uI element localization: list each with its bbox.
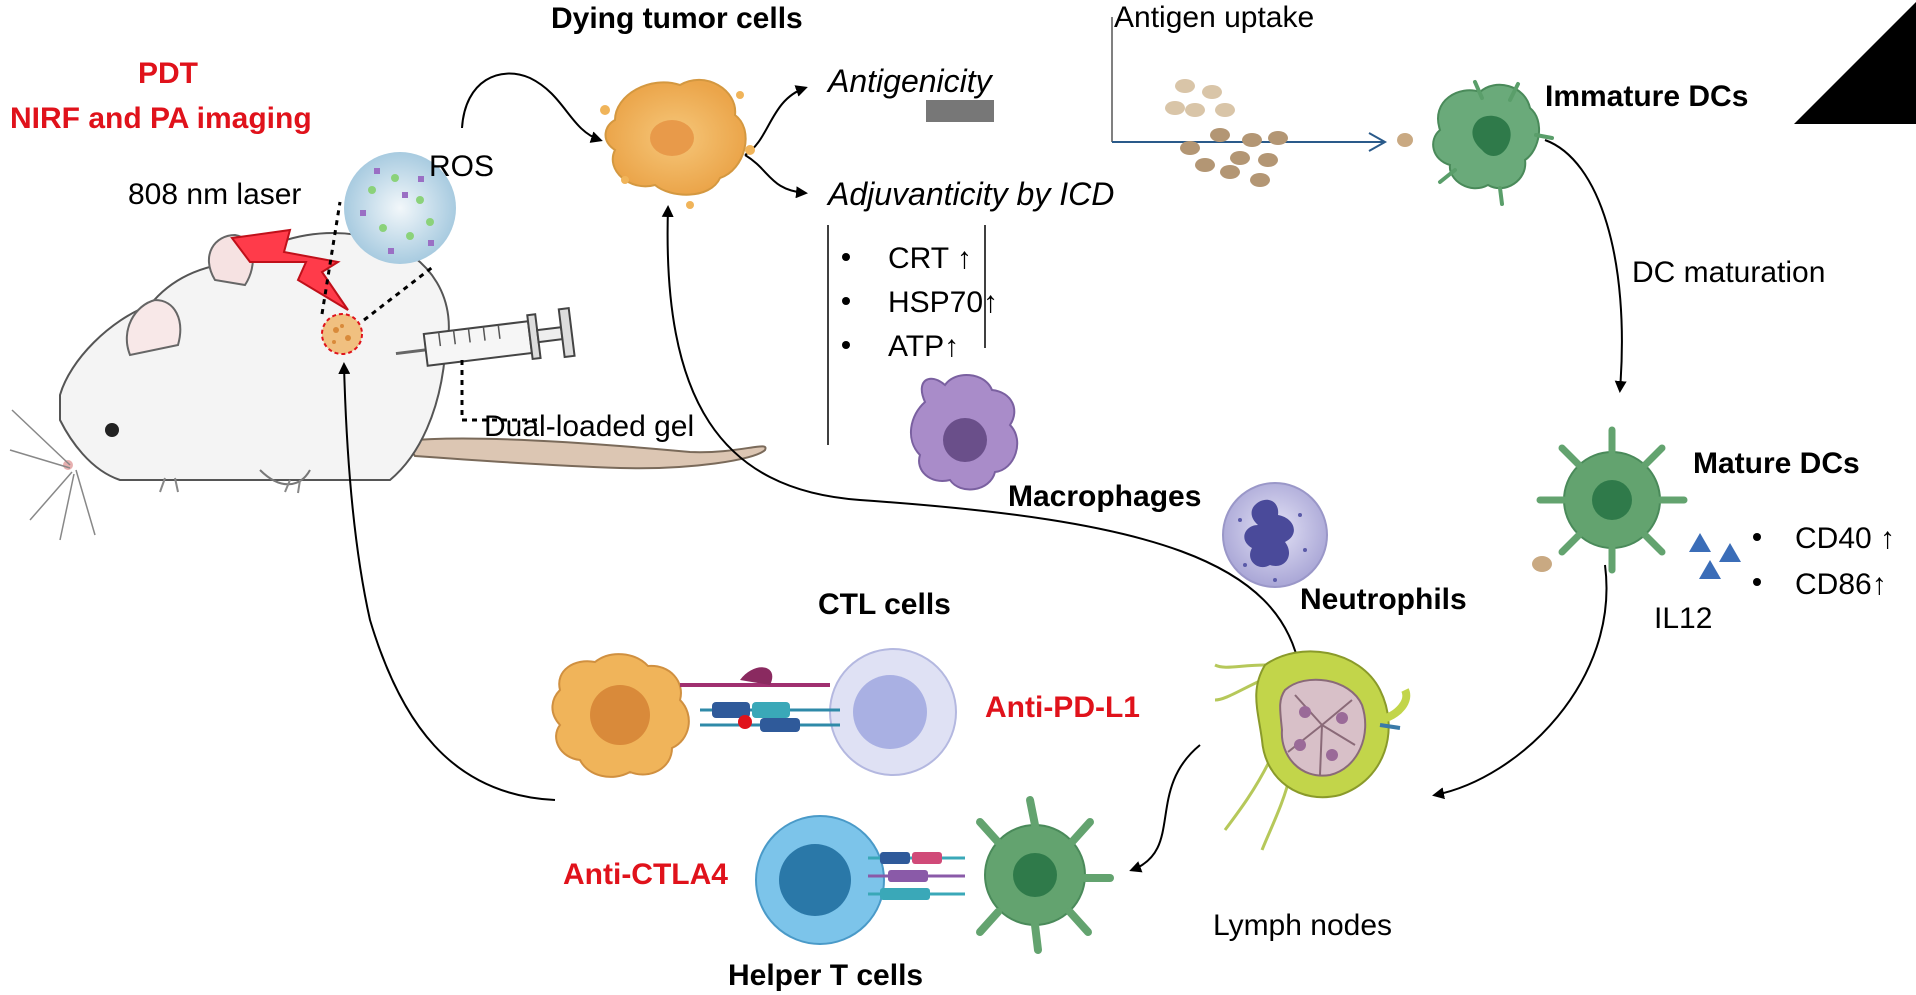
imaging-label: NIRF and PA imaging xyxy=(10,102,312,135)
nanoparticle-icon xyxy=(344,152,456,264)
syringe-icon xyxy=(395,307,576,367)
anti-pdl1-label: Anti-PD-L1 xyxy=(985,691,1140,724)
icd-marker-crt: CRT ↑ xyxy=(888,242,972,275)
ctl-cell xyxy=(829,648,957,776)
antigenicity-label: Antigenicity xyxy=(826,63,994,99)
return-to-mouse-arrow xyxy=(338,362,556,801)
adjuvanticity-label: Adjuvanticity by ICD xyxy=(826,176,1114,212)
dc-maturation-arrow xyxy=(1544,139,1627,393)
il12-label: IL12 xyxy=(1654,602,1712,635)
ros-label: ROS xyxy=(429,150,494,183)
dying-tumor-label: Dying tumor cells xyxy=(551,2,803,35)
dying-tumor-cell xyxy=(600,78,755,209)
to-lymph-arrow xyxy=(1432,564,1608,800)
dual-gel-label: Dual-loaded gel xyxy=(484,410,694,443)
mature-marker-cd86: CD86↑ xyxy=(1795,568,1887,601)
helper-t-cell xyxy=(755,815,885,945)
icd-marker-atp: ATP↑ xyxy=(888,330,959,363)
neutrophils-label: Neutrophils xyxy=(1300,583,1467,616)
mature-marker-cd40: CD40 ↑ xyxy=(1795,522,1895,555)
pdt-label: PDT xyxy=(138,57,198,90)
tumor-site xyxy=(321,313,363,355)
ros-arrow xyxy=(461,72,603,143)
anti-ctla4-label: Anti-CTLA4 xyxy=(563,858,728,891)
laser-bolt-icon xyxy=(230,228,349,311)
return-to-tumor-arrow xyxy=(661,205,1301,671)
receptor-ligands-helper xyxy=(868,852,965,900)
tumor-cell-ctl xyxy=(551,653,690,778)
mature-dcs-label: Mature DCs xyxy=(1693,447,1860,480)
laser-label: 808 nm laser xyxy=(128,178,301,211)
il12-triangles xyxy=(1689,533,1741,579)
immature-dcs-label: Immature DCs xyxy=(1545,80,1748,113)
dc-maturation-label: DC maturation xyxy=(1632,256,1825,289)
antigenicity-arrow xyxy=(744,85,808,156)
ctl-label: CTL cells xyxy=(818,588,951,621)
macrophages-label: Macrophages xyxy=(1008,480,1201,513)
antigen-uptake-label: Antigen uptake xyxy=(1114,1,1314,34)
lymph-nodes-label: Lymph nodes xyxy=(1213,909,1392,942)
antigen-particles xyxy=(1165,79,1413,187)
lymph-node xyxy=(1214,650,1411,851)
mouse-illustration xyxy=(9,232,767,541)
dendritic-cell xyxy=(976,796,1114,954)
corner-triangle xyxy=(1794,2,1916,124)
receptor-ligands-ctl xyxy=(680,667,840,732)
icd-marker-hsp70: HSP70↑ xyxy=(888,286,998,319)
neutrophil xyxy=(1222,482,1328,588)
helper-t-label: Helper T cells xyxy=(728,959,923,992)
immature-dc xyxy=(1432,80,1554,206)
adjuvanticity-arrow xyxy=(744,154,808,199)
mature-dc xyxy=(1536,426,1688,574)
lymph-to-dc-arrow xyxy=(1129,744,1201,873)
macrophage xyxy=(909,373,1019,491)
